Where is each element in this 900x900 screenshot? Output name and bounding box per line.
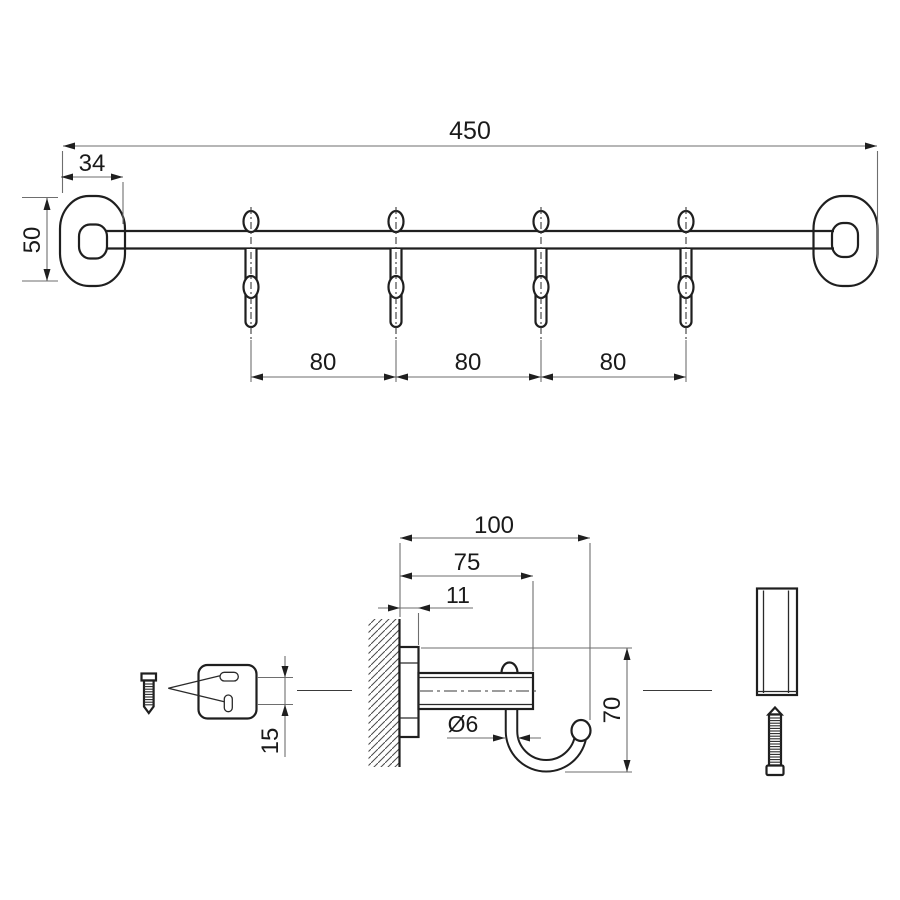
mount-plate-side: [398, 645, 420, 739]
backplate-slot-vertical: [223, 694, 233, 713]
left-end-plate: [58, 194, 127, 288]
dim-label-80-1: 80: [310, 349, 337, 376]
dim-plate-thickness-11: 11: [378, 582, 473, 645]
dim-label-75: 75: [454, 549, 481, 576]
cover-profile-detail: [755, 587, 799, 777]
dim-label-15: 15: [257, 728, 284, 755]
dim-depth-75: 75: [400, 549, 534, 671]
dim-slot-spacing-15: 15: [257, 656, 293, 757]
dim-label-11: 11: [446, 582, 470, 608]
left-end-plate-cutout: [77, 223, 109, 260]
backplate-detail: 15: [140, 656, 293, 757]
dim-plate-width-34: 34: [61, 150, 124, 224]
hook-1-front: [242, 207, 260, 340]
dim-height-70: 70: [421, 647, 632, 773]
dim-label-34: 34: [79, 150, 106, 177]
backplate: [197, 663, 258, 720]
wall-hatching: [368, 619, 399, 767]
dim-hook-spacing-chain: 80 80 80: [250, 340, 687, 382]
slot-leader-lines: [168, 675, 225, 703]
dim-total-width-450: 450: [61, 117, 879, 260]
rail-bar: [106, 229, 834, 250]
dim-depth-100: 100: [399, 512, 591, 720]
dim-label-70: 70: [599, 697, 626, 724]
hook-ball-side: [570, 718, 592, 743]
dim-label-50: 50: [19, 227, 46, 254]
bar-side: [417, 671, 536, 711]
screw-right-head: [765, 764, 785, 777]
side-view-hook: 100 75 11 Ø6: [297, 512, 712, 773]
dim-label-80-3: 80: [600, 349, 627, 376]
right-end-plate-cutout: [830, 221, 860, 259]
peg-bump: [500, 661, 519, 674]
hook-4-front: [677, 207, 695, 340]
dim-plate-height-50: 50: [19, 196, 58, 282]
top-view-hook-rail: 450 34 50: [19, 117, 879, 382]
cover-profile: [755, 587, 799, 697]
screw-right-shaft: [767, 713, 783, 767]
screw-left: [140, 672, 158, 715]
dim-label-450: 450: [449, 117, 491, 145]
dim-label-100: 100: [474, 512, 514, 539]
backplate-slot-horizontal: [219, 671, 239, 682]
hook-2-front: [387, 207, 405, 340]
screw-right: [765, 705, 785, 777]
hook-3-front: [532, 207, 550, 340]
hook-wire: [504, 704, 588, 773]
screw-right-threads: [769, 717, 781, 763]
dim-label-80-2: 80: [455, 349, 482, 376]
screw-left-threads: [144, 683, 154, 706]
dim-label-d6: Ø6: [448, 711, 479, 737]
dim-wire-diameter: Ø6: [447, 711, 541, 742]
